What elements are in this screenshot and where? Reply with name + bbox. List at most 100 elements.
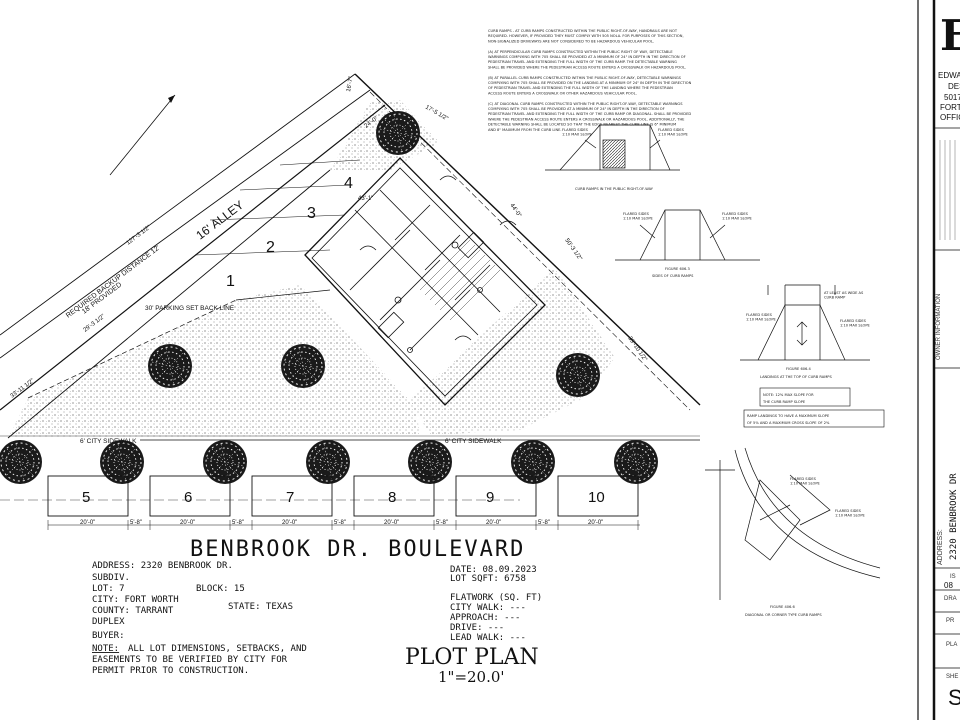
- tree-icon: [202, 439, 248, 485]
- sheet-number: S: [948, 685, 960, 710]
- note-line: COMPLYING WITH 705 SHALL BE PROVIDED ON …: [488, 81, 692, 85]
- tree-icon: [375, 110, 421, 156]
- detail-diagonal-ramp: [705, 447, 881, 600]
- lot-label-1: 1: [226, 273, 235, 290]
- note-line: WARNINGS COMPLYING WITH 705 SHALL BE PRO…: [488, 55, 686, 59]
- sidewalk-left-label: 6' CITY SIDEWALK: [80, 438, 137, 445]
- info-note-label: NOTE:: [92, 644, 119, 654]
- note-line: (C) AT DIAGONAL CURB RAMPS CONSTRUCTED W…: [488, 102, 683, 106]
- info-date: DATE: 08.09.2023: [450, 565, 537, 575]
- gap-width: 5'-8": [538, 520, 550, 526]
- tree-icon: [510, 439, 556, 485]
- issue-label: IS: [950, 574, 956, 580]
- lot-width-8: 20'-0": [384, 520, 399, 526]
- lot-label-6: 6: [184, 489, 192, 506]
- drawn-label: DRA: [944, 596, 957, 602]
- info-state: STATE: TEXAS: [228, 602, 293, 612]
- info-note-1: ALL LOT DIMENSIONS, SETBACKS, AND: [128, 644, 307, 654]
- project-label: PR: [946, 618, 955, 624]
- note-line: CURB RAMPS - AT CURB RAMPS CONSTRUCTED W…: [488, 29, 678, 33]
- address-value: 2320 BENBROOK DR: [949, 473, 959, 560]
- ramp1-caption: CURB RAMPS IN THE PUBLIC RIGHT-OF-WAY: [575, 187, 654, 191]
- detail-curb-ramp-2: [615, 209, 760, 261]
- ramp-note-line-1: RAMP LANDINGS TO HAVE A MAXIMUM SLOPE: [747, 414, 830, 418]
- info-note-3: PERMIT PRIOR TO CONSTRUCTION.: [92, 666, 249, 676]
- plan-scale: 1"=20.0': [438, 668, 505, 686]
- company-line-3: 5017: [944, 93, 960, 102]
- gap-width: 5'-8": [232, 520, 244, 526]
- info-lot: LOT: 7: [92, 584, 125, 594]
- dim-left-1: 29'-3 1/2": [83, 314, 107, 334]
- info-subdiv: SUBDIV.: [92, 573, 130, 583]
- lower-lots: [47, 475, 640, 530]
- dim-right-1: 44'-0": [508, 203, 522, 219]
- ramp-note-line-2: OF 5% AND A MAXIMUM CROSS SLOPE OF 2%: [747, 421, 830, 425]
- lot-label-8: 8: [388, 489, 396, 506]
- note-line: COMPLYING WITH 705 SHALL BE PROVIDED AT …: [488, 107, 665, 111]
- dim-top-1: 16'-7": [346, 76, 355, 92]
- lot-info-block: ADDRESS: 2320 BENBROOK DR. SUBDIV. LOT: …: [92, 561, 542, 676]
- stippled-yard: [8, 100, 615, 438]
- slope-note-line-1: NOTE: 12% MAX SLOPE FOR: [763, 393, 814, 397]
- gap-width: 5'-8": [130, 520, 142, 526]
- info-approach: APPROACH: ---: [450, 613, 520, 623]
- note-line: NON-SIGNALIZED DRIVEWAYS ARE NOT CONSIDE…: [488, 39, 654, 43]
- note-line: WHERE THE PEDESTRIAN ACCESS ROUTE ENTERS…: [488, 117, 685, 121]
- company-line-2: DES: [948, 82, 960, 91]
- lot-width-5: 20'-0": [80, 520, 95, 526]
- lot-width-9: 20'-0": [486, 520, 501, 526]
- ramp3-caption: LANDINGS AT THE TOP OF CURB RAMPS: [760, 375, 832, 379]
- note-line: PEDESTRIAN TRAVEL AND EXTENDING THE FULL…: [488, 112, 691, 116]
- tree-icon: [407, 439, 453, 485]
- lot-width-10: 20'-0": [588, 520, 603, 526]
- note-line: (A) AT PERPENDICULAR CURB RAMPS CONSTRUC…: [488, 50, 673, 54]
- info-address: ADDRESS: 2320 BENBROOK DR.: [92, 561, 233, 571]
- info-buyer: BUYER:: [92, 631, 125, 641]
- detail-curb-ramp-1: [545, 124, 680, 171]
- note-line: SHALL BE PROVIDED WHERE THE PEDESTRIAN A…: [488, 65, 686, 69]
- tree-icon: [613, 439, 659, 485]
- info-type: DUPLEX: [92, 617, 125, 627]
- info-county: COUNTY: TARRANT: [92, 606, 174, 616]
- title-block: E EDWA DES 5017 FORT W OFFICE OWNER INFO…: [917, 0, 960, 720]
- parking-setback-label: 30' PARKING SET BACK LINE: [145, 305, 235, 312]
- dim-right-3: 39'-10 1/2": [626, 336, 647, 363]
- tree-icon: [147, 343, 193, 389]
- tree-icon: [99, 439, 145, 485]
- ramp3-figure: FIGURE 606.4: [786, 367, 811, 371]
- plan-label: PLA: [946, 642, 957, 648]
- note-line: DETECTABLE WARNING SHALL BE LOCATED SO T…: [488, 123, 676, 127]
- note-line: PEDESTRIAN TRAVEL AND EXTENDING THE FULL…: [488, 60, 677, 64]
- info-lead-walk: LEAD WALK: ---: [450, 633, 526, 643]
- note-line: AND 8" MAXIMUM FROM THE CURB LINE.: [488, 128, 562, 132]
- ramp4-figure: FIGURE 406.6: [770, 605, 795, 609]
- info-city: CITY: FORT WORTH: [92, 595, 179, 605]
- tree-icon: [305, 439, 351, 485]
- note-line: (B) AT PARALLEL CURB RAMPS CONSTRUCTED W…: [488, 76, 682, 80]
- company-line-5: OFFICE: [940, 113, 960, 122]
- building-footprint: [304, 157, 546, 406]
- info-lot-sqft: LOT SQFT: 6758: [450, 574, 526, 584]
- street-name: BENBROOK DR. BOULEVARD: [190, 537, 525, 562]
- slope-note-line-2: THE CURB RAMP SLOPE: [762, 400, 806, 404]
- company-logo: E: [940, 11, 960, 60]
- plan-title: PLOT PLAN: [405, 645, 539, 670]
- lot-label-5: 5: [82, 489, 90, 506]
- ramp4-caption: DIAGONAL OR CORNER TYPE CURB RAMPS: [745, 613, 822, 617]
- ramp2-caption: SIDES OF CURB RAMPS: [652, 274, 694, 278]
- lot-width-6: 20'-0": [180, 520, 195, 526]
- slope-note-box: [759, 387, 851, 407]
- info-drive: DRIVE: ---: [450, 623, 504, 633]
- lot-label-4: 4: [344, 175, 353, 192]
- info-flatwork: FLATWORK (SQ. FT): [450, 593, 542, 603]
- ada-notes: CURB RAMPS - AT CURB RAMPS CONSTRUCTED W…: [488, 29, 692, 132]
